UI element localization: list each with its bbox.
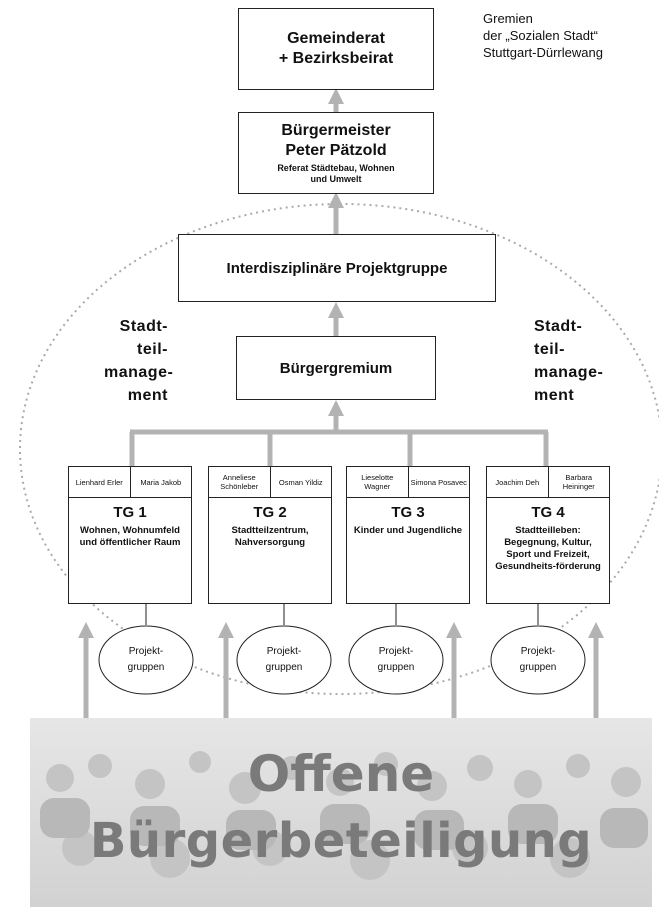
gemeinderat-box: Gemeinderat + Bezirksbeirat (238, 8, 434, 90)
tg3-title: TG 3 (391, 504, 425, 521)
buergergremium-label: Bürgergremium (279, 359, 393, 377)
side-left-l3: manage- (104, 364, 174, 381)
tg3-names: Lieselotte Wagner Simona Posavec (347, 467, 469, 498)
stadtteilmanagement-label-left: Stadt- teil- manage- ment (104, 315, 174, 407)
projektgruppen-ellipse-3 (348, 625, 444, 695)
buergermeister-line-1: Bürgermeister (281, 122, 391, 139)
projekt-4-line1: Projekt- (520, 646, 556, 657)
tg4-names: Joachim Deh Barbara Heininger (487, 467, 609, 498)
caption-line-2: der „Sozialen Stadt“ (483, 28, 598, 43)
tg2-right-name: Osman Yildiz (269, 467, 332, 497)
tg2-left-name: Anneliese Schönleber (220, 473, 259, 491)
tg4-desc: Stadtteilleben: Begegnung, Kultur, Sport… (495, 525, 601, 572)
projektgruppe-box: Interdisziplinäre Projektgruppe (178, 234, 496, 302)
projektgruppen-label-2: Projekt- gruppen (237, 640, 331, 680)
projektgruppe-label: Interdisziplinäre Projektgruppe (226, 259, 448, 277)
projektgruppen-ellipse-1 (98, 625, 194, 695)
side-right-l1: Stadt- (534, 318, 583, 335)
tg3-right-name: Simona Posavec (407, 467, 470, 497)
tg-box-3: Lieselotte Wagner Simona Posavec TG 3 Ki… (346, 466, 470, 604)
tg1-title: TG 1 (113, 504, 147, 521)
buergermeister-box: Bürgermeister Peter Pätzold Referat Städ… (238, 112, 434, 194)
side-right-l3: manage- (534, 364, 604, 381)
tg4-left-name: Joachim Deh (495, 477, 540, 487)
side-left-l4: ment (127, 387, 168, 404)
offene-line-2: Bürgerbeteiligung (89, 813, 593, 869)
projekt-3-line1: Projekt- (378, 646, 414, 657)
caption-line-1: Gremien (483, 11, 533, 26)
gemeinderat-line-2: + Bezirksbeirat (278, 50, 394, 67)
stadtteilmanagement-label-right: Stadt- teil- manage- ment (534, 315, 614, 407)
tg1-right-name: Maria Jakob (129, 467, 192, 497)
projektgruppen-label-4: Projekt- gruppen (491, 640, 585, 680)
diagram-caption: Gremien der „Sozialen Stadt“ Stuttgart-D… (483, 10, 603, 61)
buergermeister-sub: Referat Städtebau, Wohnen und Umwelt (277, 163, 395, 184)
tg4-title: TG 4 (531, 504, 565, 521)
tg1-desc: Wohnen, Wohnumfeld und öffentlicher Raum (79, 525, 181, 548)
tg2-desc: Stadtteilzentrum, Nahversorgung (231, 525, 309, 548)
tg2-title: TG 2 (253, 504, 287, 521)
gemeinderat-line-1: Gemeinderat (287, 30, 385, 47)
projektgruppen-ellipse-2 (236, 625, 332, 695)
side-right-l4: ment (534, 387, 575, 404)
tg4-right-name: Barbara Heininger (547, 467, 610, 497)
offene-line-1: Offene (247, 745, 435, 803)
tg1-left-name: Lienhard Erler (75, 477, 123, 487)
projektgruppen-label-3: Projekt- gruppen (349, 640, 443, 680)
projektgruppen-label-1: Projekt- gruppen (99, 640, 193, 680)
projekt-4-line2: gruppen (519, 662, 557, 673)
side-left-l1: Stadt- (119, 318, 168, 335)
projekt-2-line2: gruppen (265, 662, 303, 673)
projekt-1-line1: Projekt- (128, 646, 164, 657)
tg-box-4: Joachim Deh Barbara Heininger TG 4 Stadt… (486, 466, 610, 604)
crowd-photo-image (30, 718, 652, 907)
projekt-3-line2: gruppen (377, 662, 415, 673)
caption-line-3: Stuttgart-Dürrlewang (483, 45, 603, 60)
projekt-2-line1: Projekt- (266, 646, 302, 657)
tg3-desc: Kinder und Jugendliche (353, 525, 463, 536)
tg3-left-name: Lieselotte Wagner (361, 473, 394, 491)
buergermeister-line-2: Peter Pätzold (285, 142, 387, 159)
buergergremium-box: Bürgergremium (236, 336, 436, 400)
tg2-names: Anneliese Schönleber Osman Yildiz (209, 467, 331, 498)
projekt-1-line2: gruppen (127, 662, 165, 673)
side-left-l2: teil- (137, 341, 168, 358)
tg-box-1: Lienhard Erler Maria Jakob TG 1 Wohnen, … (68, 466, 192, 604)
side-right-l2: teil- (534, 341, 565, 358)
crowd-photo-band: Offene Bürgerbeteiligung (30, 718, 652, 907)
projektgruppen-ellipse-4 (490, 625, 586, 695)
tg-box-2: Anneliese Schönleber Osman Yildiz TG 2 S… (208, 466, 332, 604)
tg1-names: Lienhard Erler Maria Jakob (69, 467, 191, 498)
